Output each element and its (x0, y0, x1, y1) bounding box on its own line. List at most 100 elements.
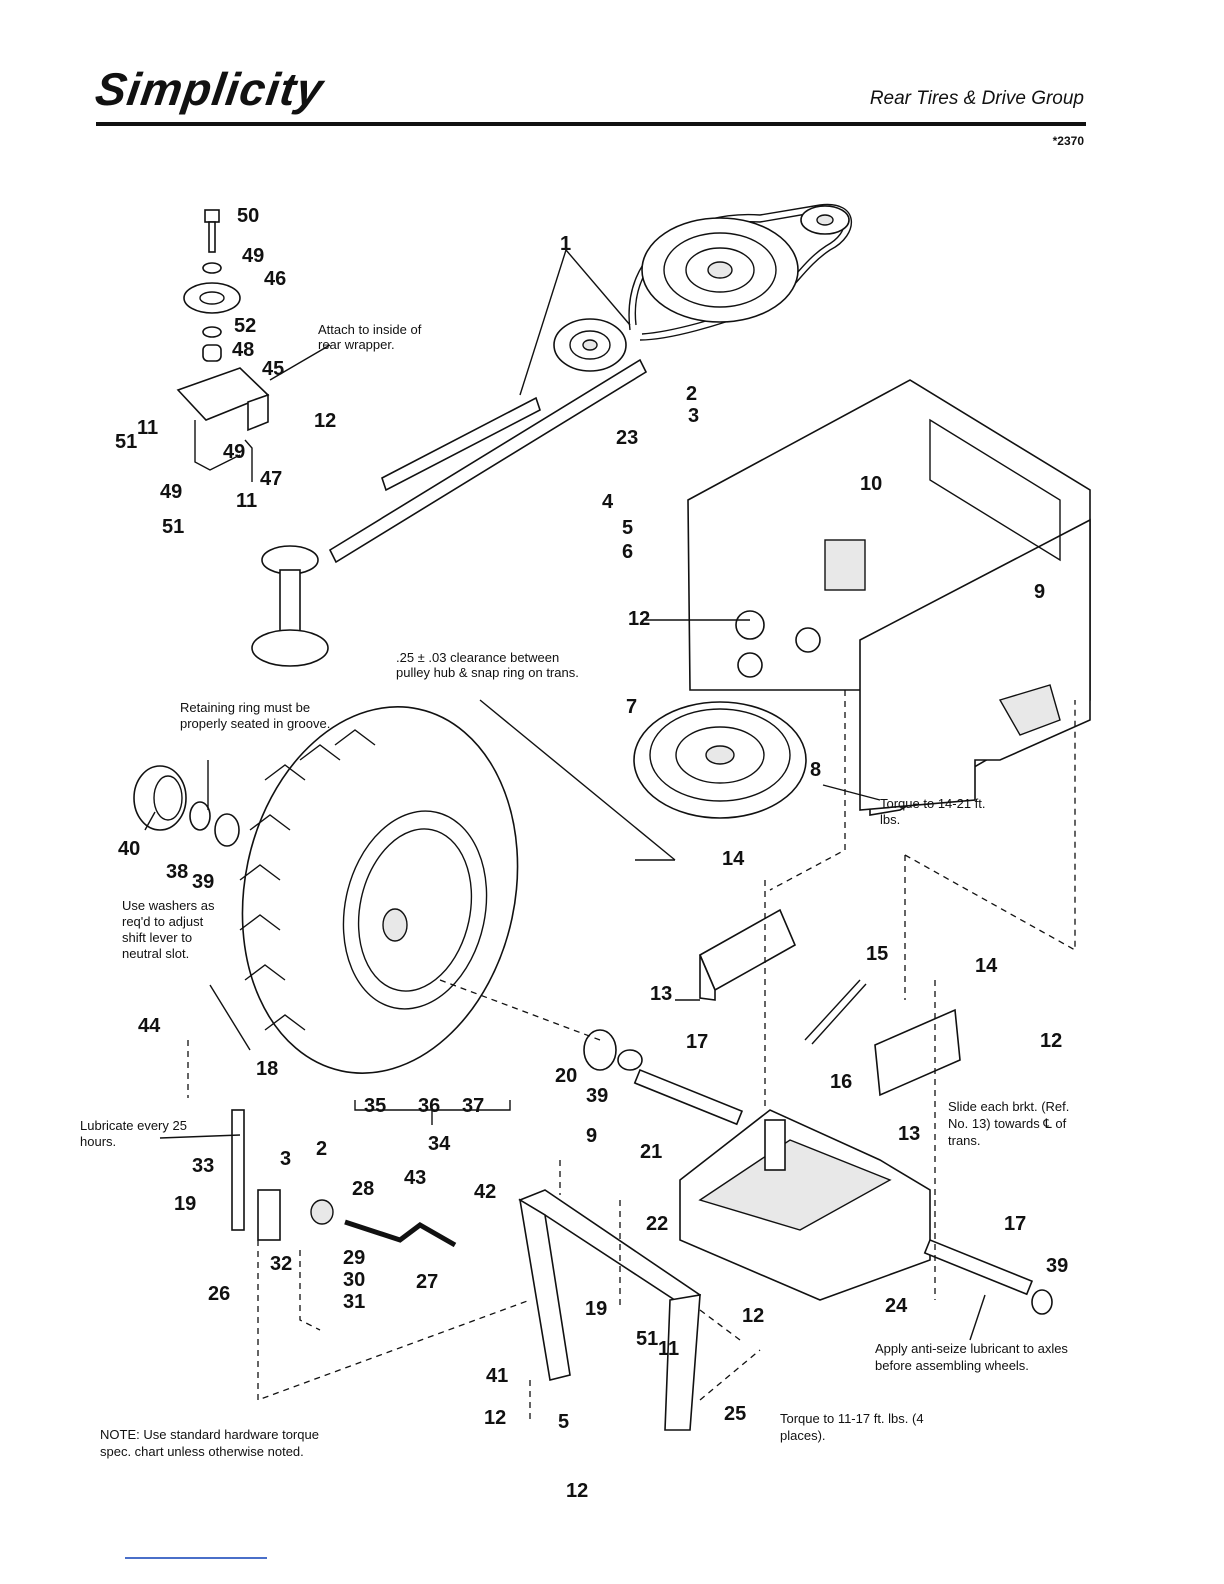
callout-15: 15 (866, 943, 888, 965)
callout-3b: 3 (280, 1148, 291, 1170)
callout-49: 49 (242, 245, 264, 267)
callout-51b: 51 (162, 516, 184, 538)
note-slide-bracket: Slide each brkt. (Ref. No. 13) towards ℄… (948, 1099, 1070, 1148)
note-attach: Attach to inside of rear wrapper. (318, 322, 422, 352)
callout-9b: 9 (586, 1125, 597, 1147)
callout-7: 7 (626, 696, 637, 718)
callout-6: 6 (622, 541, 633, 563)
callout-41: 41 (486, 1365, 508, 1387)
callout-12a: 12 (314, 410, 336, 432)
callout-11b: 11 (236, 490, 257, 512)
section-title: Rear Tires & Drive Group (869, 88, 1084, 109)
callout-19b: 19 (585, 1298, 607, 1320)
note-antiseize: Apply anti-seize lubricant to axles befo… (875, 1341, 1068, 1373)
callout-21: 21 (640, 1141, 662, 1163)
callout-28: 28 (352, 1178, 374, 1200)
callout-9a: 9 (1034, 581, 1045, 603)
note-lubricate: Lubricate every 25 hours. (80, 1118, 187, 1149)
callout-48: 48 (232, 339, 254, 361)
callout-36: 36 (418, 1095, 440, 1117)
callout-23: 23 (616, 427, 638, 449)
callout-25: 25 (724, 1403, 746, 1425)
spring (804, 979, 867, 1045)
note-clearance: .25 ± .03 clearance between pulley hub &… (396, 650, 579, 680)
callout-49b: 49 (223, 441, 245, 463)
callout-38: 38 (166, 861, 188, 883)
callout-4: 4 (602, 491, 614, 513)
callout-44: 44 (138, 1015, 161, 1037)
note-standard-hardware: NOTE: Use standard hardware torque spec.… (100, 1427, 319, 1459)
callout-12e: 12 (484, 1407, 506, 1429)
callout-12b: 12 (628, 608, 650, 630)
mounting-bracket-22 (518, 1189, 702, 1431)
bracket-13-right (874, 1008, 961, 1097)
callout-12d: 12 (742, 1305, 764, 1327)
upper-pulley (641, 217, 799, 323)
transmission-pulley (633, 701, 807, 819)
callout-17a: 17 (686, 1031, 708, 1053)
callout-13a: 13 (650, 983, 672, 1005)
callout-5: 5 (622, 517, 633, 539)
callout-40: 40 (118, 838, 140, 860)
callout-47: 47 (260, 468, 282, 490)
callout-1: 1 (560, 233, 571, 255)
callout-32: 32 (270, 1253, 292, 1275)
callout-27: 27 (416, 1271, 438, 1293)
assembly-notes: Attach to inside of rear wrapper. .25 ± … (80, 322, 1070, 1459)
callout-52: 52 (234, 315, 256, 337)
bearing-40 (133, 765, 187, 831)
idler-hardware-stack (176, 209, 270, 482)
callout-37: 37 (462, 1095, 484, 1117)
washer-39c (1031, 1289, 1053, 1315)
callout-14b: 14 (975, 955, 998, 977)
note-washers: Use washers as req'd to adjust shift lev… (122, 898, 215, 961)
frame-chassis (687, 379, 1091, 816)
callout-16: 16 (830, 1071, 852, 1093)
part-callouts: 50 49 46 52 48 45 12 11 51 49 47 49 11 5… (115, 205, 1068, 1433)
callout-5b: 5 (558, 1411, 569, 1433)
callout-2b: 2 (316, 1138, 327, 1160)
callout-46: 46 (264, 268, 286, 290)
callout-22: 22 (646, 1213, 668, 1235)
model-number: *2370 (1052, 134, 1084, 148)
idler-pulley-small (800, 205, 850, 235)
page-number: 12 (566, 1480, 589, 1502)
callout-51c: 51 (636, 1328, 658, 1350)
callout-45: 45 (262, 358, 284, 380)
callout-34: 34 (428, 1133, 451, 1155)
bracket-13-left (698, 908, 797, 1001)
belt-strips (328, 358, 648, 564)
note-torque-four: Torque to 11-17 ft. lbs. (4 places). (780, 1411, 924, 1443)
callout-11c: 11 (658, 1338, 679, 1360)
callout-39b: 39 (586, 1085, 608, 1107)
callout-39c: 39 (1046, 1255, 1068, 1277)
note-retaining: Retaining ring must be properly seated i… (180, 700, 331, 731)
washer-39 (214, 813, 240, 847)
callout-33: 33 (192, 1155, 214, 1177)
shift-lever (231, 1109, 457, 1248)
callout-43: 43 (404, 1167, 426, 1189)
ring-38 (189, 801, 211, 831)
note-torque-bolt: Torque to 14-21 ft. lbs. (880, 796, 986, 827)
callout-51a: 51 (115, 431, 137, 453)
callout-30: 30 (343, 1269, 365, 1291)
callout-17b: 17 (1004, 1213, 1026, 1235)
callout-35: 35 (364, 1095, 386, 1117)
callout-12c: 12 (1040, 1030, 1062, 1052)
spindle-assembly (251, 545, 329, 667)
callout-24: 24 (885, 1295, 908, 1317)
callout-20: 20 (555, 1065, 577, 1087)
bushing-20 (583, 1029, 617, 1071)
callout-10: 10 (860, 473, 882, 495)
callout-29: 29 (343, 1247, 365, 1269)
footer-link-bar[interactable] (125, 1557, 267, 1559)
callout-26: 26 (208, 1283, 230, 1305)
callout-39a: 39 (192, 871, 214, 893)
callout-49c: 49 (160, 481, 182, 503)
callout-13b: 13 (898, 1123, 920, 1145)
callout-2: 2 (686, 383, 697, 405)
washer-39b (617, 1049, 643, 1071)
callout-3: 3 (688, 405, 699, 427)
callout-11a: 11 (137, 417, 158, 439)
